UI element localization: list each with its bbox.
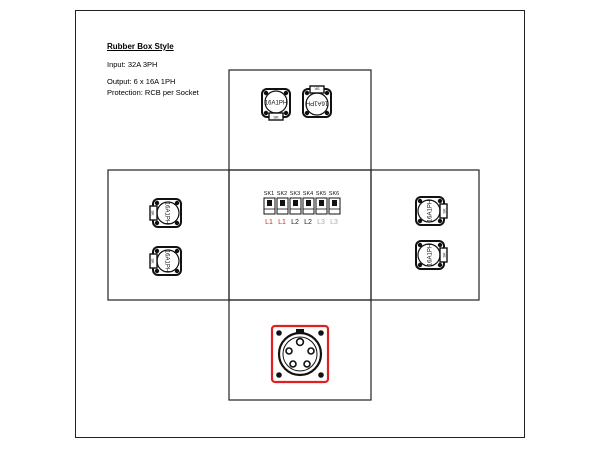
- phase-label: L3: [330, 219, 338, 226]
- rcb-label: SK4: [303, 191, 313, 197]
- input-spec: Input: 32A 3PH: [107, 60, 158, 69]
- socket-rating-label: 16A1PH: [428, 200, 434, 222]
- phase-label: L1: [265, 219, 273, 226]
- rcb-label: SK3: [290, 191, 300, 197]
- diagram-frame: [75, 10, 525, 438]
- phase-label: L3: [317, 219, 325, 226]
- socket-rating-label: 16A1PH: [164, 202, 170, 224]
- top-panel: [228, 69, 372, 171]
- socket-rating-label: 16A1PH: [306, 100, 328, 106]
- rcb-label: SK6: [329, 191, 339, 197]
- rcb-label: SK2: [277, 191, 287, 197]
- center-panel: [228, 169, 372, 301]
- socket-tab-label: SK: [151, 210, 156, 216]
- phase-label: L2: [291, 219, 299, 226]
- left-panel: [107, 169, 230, 301]
- diagram-title: Rubber Box Style: [107, 42, 174, 51]
- socket-16a-1ph: 16A1PH SK: [302, 85, 332, 118]
- socket-16a-1ph: 16A1PH SK: [261, 88, 291, 121]
- socket-16a-1ph: 16A1PH SK: [415, 196, 448, 226]
- socket-rating-label: 16A1PH: [164, 250, 170, 272]
- phase-label: L1: [278, 219, 286, 226]
- socket-tab-label: SK: [314, 87, 320, 92]
- inlet-socket: [270, 324, 330, 384]
- socket-tab-label: SK: [442, 208, 447, 214]
- socket-16a-1ph: 16A1PH SK: [149, 246, 182, 276]
- socket-rating-label: 16A1PH: [428, 244, 434, 266]
- output-spec: Output: 6 x 16A 1PH: [107, 77, 176, 86]
- phase-label: L2: [304, 219, 312, 226]
- socket-tab-label: SK: [273, 115, 279, 120]
- bottom-panel: [228, 299, 372, 401]
- rcb-label: SK5: [316, 191, 326, 197]
- socket-tab-label: SK: [442, 252, 447, 258]
- socket-16a-1ph: 16A1PH SK: [415, 240, 448, 270]
- socket-tab-label: SK: [151, 258, 156, 264]
- socket-rating-label: 16A1PH: [265, 101, 287, 107]
- socket-16a-1ph: 16A1PH SK: [149, 198, 182, 228]
- protection-spec: Protection: RCB per Socket: [107, 88, 199, 97]
- right-panel: [370, 169, 480, 301]
- rcb-label: SK1: [264, 191, 274, 197]
